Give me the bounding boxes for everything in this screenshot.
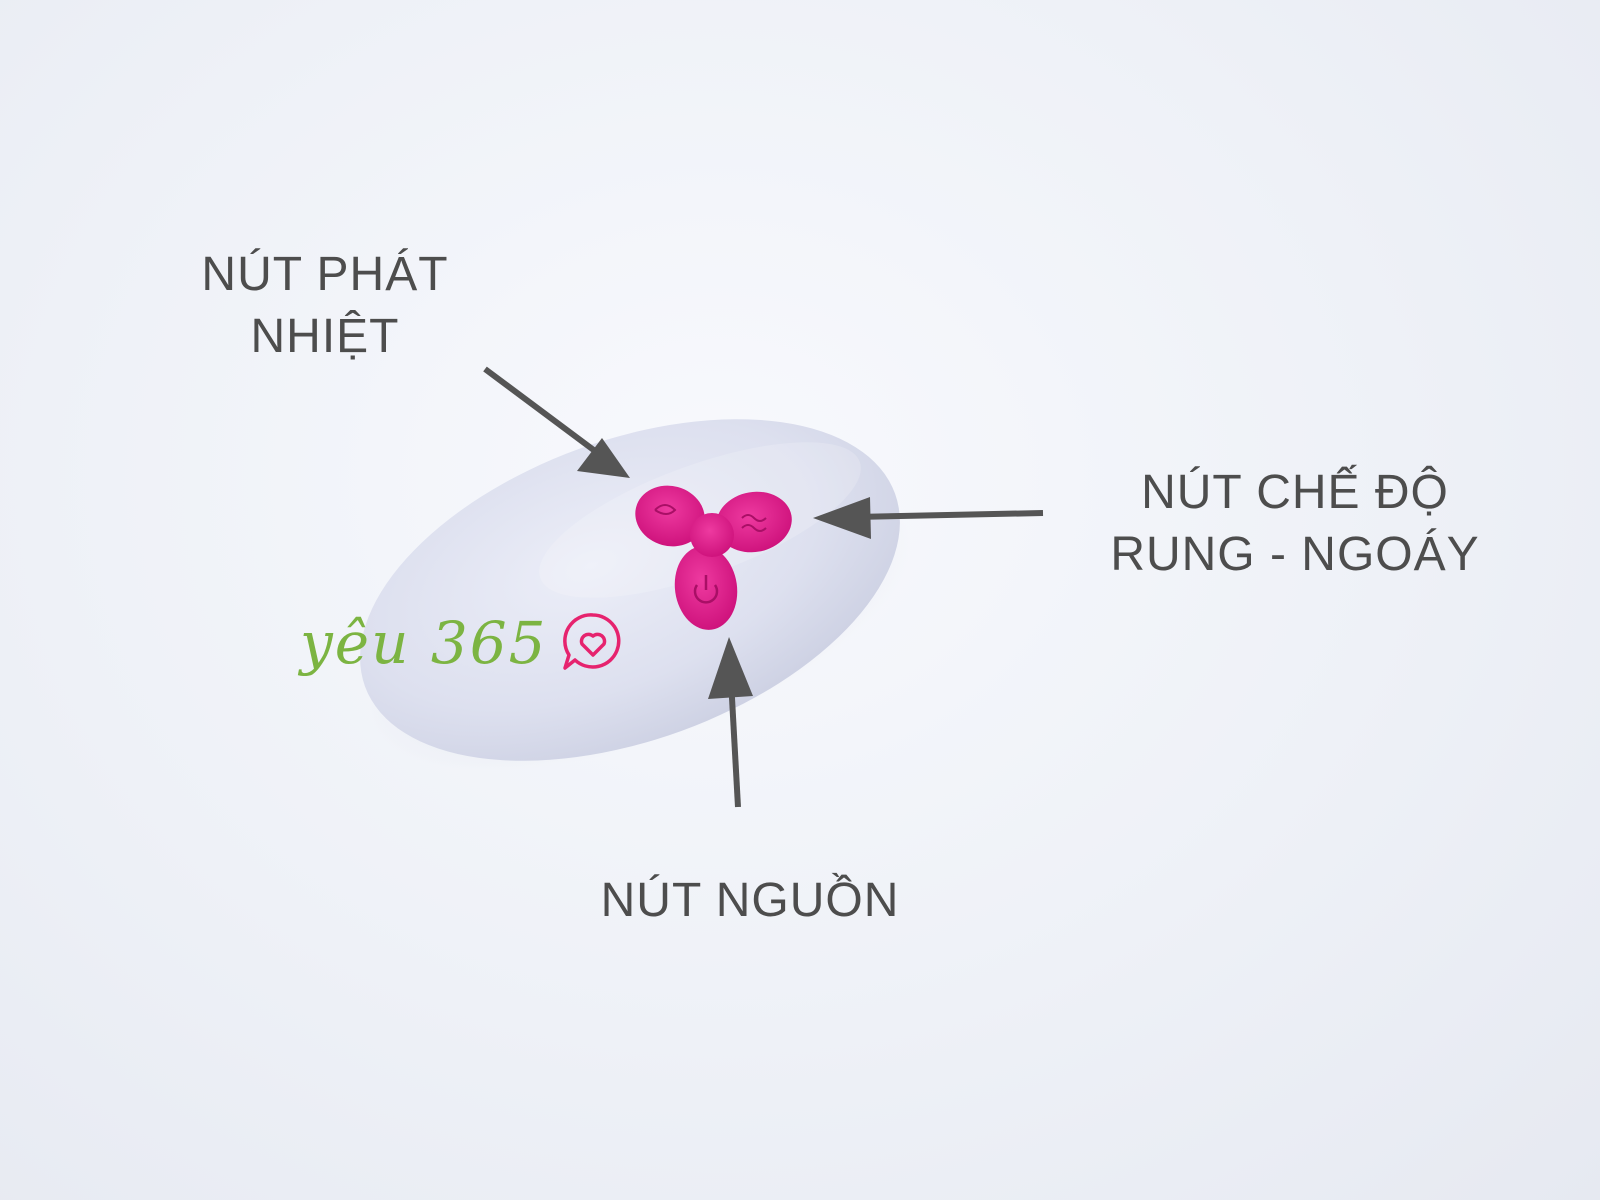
heart-chat-bubble-icon <box>562 613 621 670</box>
arrow-mode <box>813 497 1044 539</box>
mode-button-label: NÚT CHẾ ĐỘ RUNG - NGOÁY <box>1110 466 1480 581</box>
brand-text: yêu 365 <box>300 609 548 677</box>
brand-watermark: yêu 365 <box>300 598 626 688</box>
mode-button[interactable] <box>711 486 796 558</box>
arrow-heat <box>483 366 630 478</box>
power-button[interactable] <box>669 542 742 634</box>
power-icon <box>693 575 719 604</box>
heat-button[interactable] <box>628 478 711 554</box>
button-pad <box>628 478 796 634</box>
heat-button-label: NÚT PHÁT NHIỆT <box>201 248 449 363</box>
arrow-power <box>708 637 753 808</box>
power-button-label: NÚT NGUỒN <box>600 874 900 927</box>
